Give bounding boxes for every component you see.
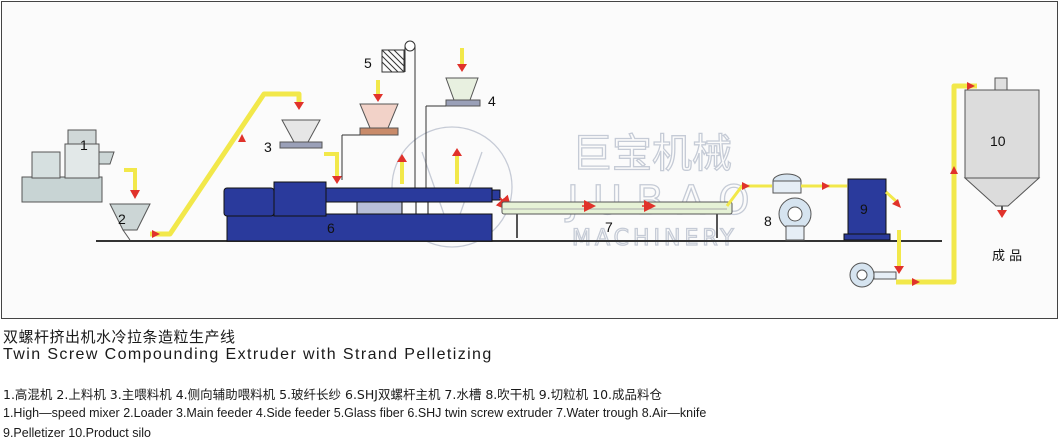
label-loader: 2 (118, 211, 126, 227)
water-trough (501, 201, 733, 238)
title-english: Twin Screw Compounding Extruder with Str… (3, 346, 493, 363)
label-water-trough: 7 (605, 219, 613, 235)
label-finished-product: 成 品 (992, 249, 1022, 264)
main-feeder (279, 119, 323, 149)
label-air-knife: 8 (764, 213, 772, 229)
pelletizer (843, 178, 891, 241)
label-mixer: 1 (80, 137, 88, 153)
glass-fiber-spool (381, 40, 416, 202)
side-feeder (425, 48, 481, 192)
silo-feed-pipe (896, 83, 977, 285)
title-chinese: 双螺杆挤出机水冷拉条造粒生产线 (3, 328, 236, 346)
high-speed-mixer (21, 129, 115, 203)
legend-english-line1: 1.High—speed mixer 2.Loader 3.Main feede… (3, 406, 707, 420)
air-knife (772, 173, 812, 241)
label-extruder: 6 (327, 220, 335, 236)
loader (109, 203, 151, 241)
watermark-sub: MACHINERY (572, 226, 738, 251)
label-pelletizer: 9 (860, 201, 868, 217)
label-product-silo: 10 (990, 133, 1006, 149)
watermark-chinese: 巨宝机械 (572, 131, 732, 177)
twin-screw-extruder (223, 181, 501, 242)
loader-pipe (150, 91, 302, 237)
watermark-latin: JUBAO (564, 178, 764, 224)
label-side-feeder: 4 (488, 93, 496, 109)
legend-english-line2: 9.Pelletizer 10.Product silo (3, 426, 151, 440)
product-silo (963, 77, 1041, 218)
fiber-hopper (341, 80, 399, 180)
label-glass-fiber: 5 (364, 55, 372, 71)
conveying-blower (849, 262, 897, 288)
label-main-feeder: 3 (264, 139, 272, 155)
watermark: 巨宝机械 JUBAO MACHINERY (391, 126, 764, 252)
process-diagram-svg: 巨宝机械 JUBAO MACHINERY 1 2 3 5 (21, 40, 1041, 288)
process-diagram: 巨宝机械 JUBAO MACHINERY 1 2 3 5 (1, 1, 1058, 319)
legend-chinese: 1.高混机 2.上料机 3.主喂料机 4.侧向辅助喂料机 5.玻纤长纱 6.SH… (3, 387, 662, 402)
